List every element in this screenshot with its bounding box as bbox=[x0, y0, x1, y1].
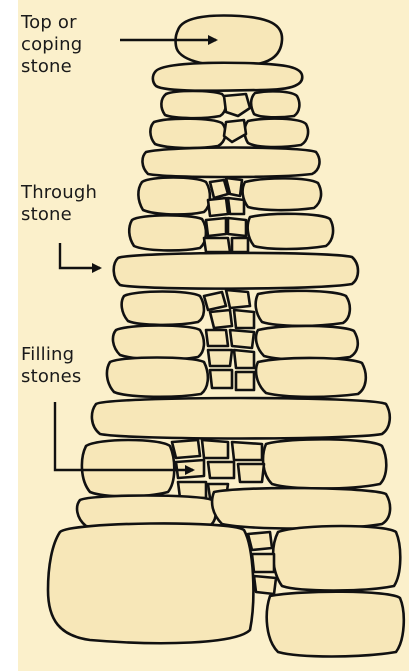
wall-stone bbox=[82, 440, 174, 497]
filling-stone bbox=[236, 372, 254, 390]
through-stone bbox=[114, 253, 358, 289]
wall-stone bbox=[122, 292, 204, 325]
label-line: Through bbox=[21, 182, 131, 204]
wall-stone bbox=[256, 326, 358, 360]
filling-stone bbox=[208, 350, 232, 366]
filling-stone bbox=[228, 218, 246, 236]
filling-stone bbox=[232, 238, 248, 252]
filling-stone bbox=[232, 442, 262, 460]
filling-stone bbox=[210, 180, 228, 198]
wall-stone bbox=[150, 119, 225, 148]
filling-stone bbox=[230, 330, 254, 348]
wall-stone bbox=[138, 178, 210, 215]
through-stone-label: Through stone bbox=[21, 182, 131, 226]
filling-stone bbox=[226, 290, 250, 308]
filling-stone bbox=[204, 292, 226, 310]
label-line: stone bbox=[21, 56, 131, 78]
wall-stone bbox=[212, 488, 390, 528]
filling-stone bbox=[206, 218, 226, 236]
filling-stone bbox=[210, 310, 232, 328]
wall-stone bbox=[129, 215, 206, 250]
wall-stone bbox=[248, 214, 333, 249]
wall-stone bbox=[256, 358, 366, 397]
filling-stone bbox=[206, 330, 228, 346]
wall-stone bbox=[142, 148, 319, 178]
wall-stone bbox=[243, 178, 321, 210]
filling-stones-label: Filling stones bbox=[21, 344, 131, 388]
filling-stone bbox=[208, 462, 234, 478]
filling-stone bbox=[228, 198, 244, 214]
filling-stone bbox=[210, 370, 232, 388]
label-line: Top or bbox=[21, 12, 131, 34]
top-course-stone bbox=[153, 63, 302, 91]
wall-stone bbox=[245, 119, 308, 147]
wall-stone bbox=[161, 91, 226, 118]
foundation-stone bbox=[273, 526, 400, 591]
filling-stone bbox=[208, 198, 228, 216]
wall-stone bbox=[263, 439, 386, 488]
filling-stone bbox=[234, 310, 254, 328]
foundation-stone bbox=[267, 592, 404, 657]
foundation-stone bbox=[48, 523, 253, 643]
filling-stone bbox=[202, 440, 228, 458]
filling-stone bbox=[254, 576, 276, 594]
wall-stone bbox=[92, 398, 390, 439]
filling-stone bbox=[238, 464, 264, 482]
top-coping-stone-label: Top or coping stone bbox=[21, 12, 131, 78]
wall-stone bbox=[251, 91, 299, 117]
filling-stone bbox=[252, 554, 274, 572]
label-line: stone bbox=[21, 204, 131, 226]
label-line: stones bbox=[21, 366, 131, 388]
filling-stone bbox=[204, 238, 230, 252]
wall-stone bbox=[256, 291, 350, 326]
label-line: coping bbox=[21, 34, 131, 56]
filling-stone bbox=[234, 350, 254, 368]
filling-stone bbox=[248, 532, 272, 550]
filling-stone bbox=[172, 440, 200, 458]
label-line: Filling bbox=[21, 344, 131, 366]
